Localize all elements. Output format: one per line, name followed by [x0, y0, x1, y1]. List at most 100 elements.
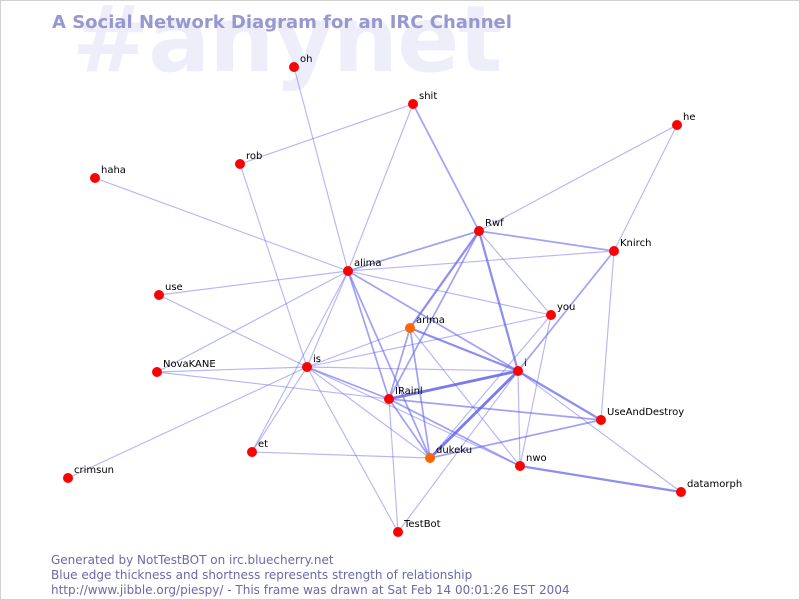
edge-NovaKANE-IRainl: [156, 371, 390, 400]
edge-you-is: [306, 314, 552, 368]
edge-layer: [67, 66, 683, 533]
edge-IRainl-TestBot: [388, 398, 399, 533]
node-dot: [289, 62, 299, 72]
node-dot: [302, 362, 312, 372]
node-label: IRainl: [395, 386, 423, 397]
node-dot: [546, 310, 556, 320]
edge-Rwf-you: [478, 230, 552, 316]
edge-is-et: [251, 366, 308, 453]
edge-Knirch-i: [517, 250, 615, 372]
node-label: alima: [354, 258, 382, 269]
node-dot: [154, 290, 164, 300]
node-label: i: [524, 358, 527, 369]
edge-you-dukeku: [429, 314, 552, 459]
edge-haha-alima: [94, 177, 349, 272]
edge-Rwf-IRainl: [388, 230, 480, 400]
node-dot: [513, 366, 523, 376]
edge-alima-you: [347, 270, 552, 316]
node-label: dukeku: [436, 445, 472, 456]
edge-he-Rwf: [478, 124, 678, 232]
node-datamorph: datamorph: [676, 479, 742, 497]
edge-IRainl-nwo: [388, 398, 521, 467]
node-dot: [235, 159, 245, 169]
edge-alima-IRainl: [347, 270, 390, 400]
edge-dukeku-UseAndDestroy: [429, 419, 602, 459]
node-dot: [405, 323, 415, 333]
node-label: arima: [416, 315, 445, 326]
edge-he-Knirch: [613, 124, 678, 252]
node-layer: ohshitherobhahaRwfKnirchalimauseyouarima…: [63, 54, 742, 537]
edge-nwo-datamorph: [518, 464, 683, 494]
node-dot: [90, 173, 100, 183]
edge-alima-dukeku: [347, 270, 431, 459]
edge-is-nwo: [306, 366, 521, 467]
node-label: Rwf: [485, 218, 504, 229]
edge-alima-i: [347, 270, 519, 372]
diagram-title: A Social Network Diagram for an IRC Chan…: [52, 12, 512, 33]
node-Knirch: Knirch: [609, 238, 651, 256]
node-dot: [596, 415, 606, 425]
node-rob: rob: [235, 151, 262, 169]
node-alima: alima: [343, 258, 382, 276]
node-dot: [408, 99, 418, 109]
node-you: you: [546, 302, 575, 320]
edge-is-dukeku: [306, 366, 431, 459]
edge-use-is: [158, 294, 308, 368]
edge-arima-is: [306, 327, 411, 368]
node-i: i: [513, 358, 527, 376]
node-label: TestBot: [403, 519, 441, 530]
edge-IRainl-dukeku: [388, 398, 431, 459]
edge-Rwf-arima: [408, 229, 481, 330]
node-shit: shit: [408, 91, 437, 109]
node-arima: arima: [405, 315, 445, 333]
node-label: shit: [419, 91, 437, 102]
footer: Generated by NotTestBOT on irc.bluecherr…: [51, 553, 570, 598]
edge-shit-rob: [239, 103, 414, 165]
node-dot: [672, 120, 682, 130]
node-label: NovaKANE: [163, 359, 216, 370]
node-dot: [425, 453, 435, 463]
footer-legend: Blue edge thickness and shortness repres…: [51, 568, 473, 582]
node-label: use: [165, 282, 183, 293]
node-NovaKANE: NovaKANE: [152, 359, 216, 377]
node-dot: [343, 266, 353, 276]
edge-shit-Rwf: [412, 103, 480, 232]
node-he: he: [672, 112, 696, 130]
edge-you-nwo: [519, 314, 552, 467]
node-label: he: [683, 112, 696, 123]
node-dot: [515, 461, 525, 471]
node-dot: [63, 473, 73, 483]
node-label: nwo: [526, 453, 547, 464]
node-TestBot: TestBot: [393, 519, 441, 537]
node-label: et: [258, 439, 268, 450]
node-label: datamorph: [687, 479, 742, 490]
node-crimsun: crimsun: [63, 465, 114, 483]
node-UseAndDestroy: UseAndDestroy: [596, 407, 684, 425]
node-oh: oh: [289, 54, 312, 72]
node-dukeku: dukeku: [425, 445, 472, 463]
edge-i-dukeku: [428, 369, 520, 460]
node-use: use: [154, 282, 183, 300]
node-dot: [609, 246, 619, 256]
edge-is-i: [306, 366, 519, 372]
edge-Rwf-i: [477, 229, 520, 373]
edge-rob-is: [239, 163, 308, 368]
node-dot: [247, 447, 257, 457]
edge-Knirch-UseAndDestroy: [600, 250, 615, 421]
node-label: Knirch: [620, 238, 651, 249]
node-et: et: [247, 439, 268, 457]
node-label: you: [557, 302, 575, 313]
edge-alima-is: [306, 270, 349, 368]
node-dot: [152, 367, 162, 377]
edge-i-datamorph: [517, 370, 682, 493]
edge-arima-nwo: [409, 327, 521, 467]
edge-alima-et: [251, 270, 349, 453]
footer-source-link: http://www.jibble.org/piespy/ - This fra…: [51, 583, 570, 597]
node-label: crimsun: [74, 465, 114, 476]
node-label: UseAndDestroy: [607, 407, 684, 418]
edge-NovaKANE-is: [156, 366, 308, 373]
edge-oh-alima: [293, 66, 349, 272]
node-dot: [474, 226, 484, 236]
node-label: rob: [246, 151, 262, 162]
